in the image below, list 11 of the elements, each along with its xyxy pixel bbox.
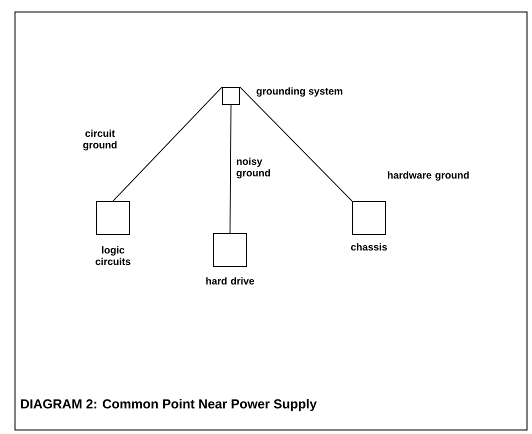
edge-label: hardware ground xyxy=(388,171,469,181)
node-label: chassis xyxy=(351,243,387,251)
caption: DIAGRAM 2: Common Point Near Power Supply xyxy=(21,398,317,412)
ground-wire xyxy=(240,86,352,202)
edge-label: circuit ground xyxy=(83,130,117,150)
ground-wire xyxy=(112,86,222,202)
node-label: hard drive xyxy=(206,277,254,285)
ground-wire xyxy=(230,104,232,234)
node-label: logic circuits xyxy=(96,246,130,266)
edge-label: noisy ground xyxy=(236,158,270,178)
node-label: grounding system xyxy=(256,87,342,97)
